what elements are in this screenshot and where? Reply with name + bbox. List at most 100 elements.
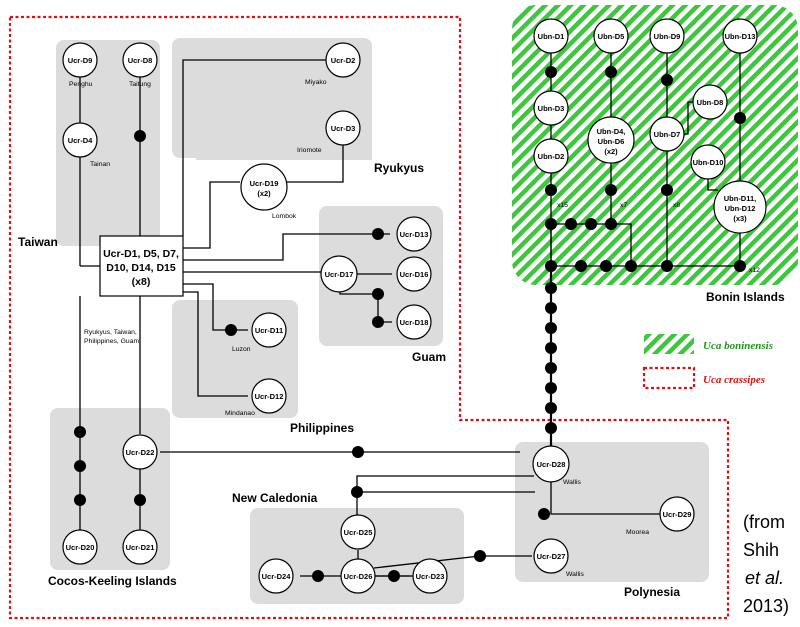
citation: (from Shih et al. 2013) bbox=[743, 512, 789, 616]
node-ucr-d9 bbox=[62, 42, 98, 78]
mutation-steps bbox=[74, 66, 746, 582]
label-ucr-d9: Ucr-D9 bbox=[68, 56, 93, 65]
place-luzon: Luzon bbox=[232, 346, 251, 353]
node-ubn-d11-d12 bbox=[713, 180, 767, 234]
place-tainan: Tainan bbox=[90, 161, 110, 168]
node-ubn-d3 bbox=[533, 90, 569, 126]
citation-line-3: et al. bbox=[745, 568, 784, 588]
label-polynesia: Polynesia bbox=[624, 585, 680, 599]
label-ubn-d8: Ubn-D8 bbox=[697, 98, 724, 107]
node-ubn-d7 bbox=[649, 116, 685, 152]
node-ucr-d13 bbox=[396, 216, 432, 252]
label-ubn-d11-l3: (x3) bbox=[733, 214, 747, 223]
place-moorea: Moorea bbox=[626, 529, 649, 536]
label-ubn-d5: Ubn-D5 bbox=[598, 32, 625, 41]
count-labels: x15 x7 x8 x12 bbox=[557, 202, 760, 274]
place-miyako: Miyako bbox=[305, 79, 327, 86]
hub-line-3: (x8) bbox=[132, 276, 151, 288]
label-philippines: Philippines bbox=[290, 421, 354, 435]
label-ucr-d4: Ucr-D4 bbox=[68, 136, 93, 145]
hub-note-line-2: Philippines, Guam bbox=[84, 338, 139, 345]
region-ryukyus-box-lower bbox=[196, 150, 372, 160]
legend-swatch-crassipes bbox=[642, 366, 696, 390]
label-ucr-d22: Ucr-D22 bbox=[126, 448, 155, 457]
node-ucr-d18 bbox=[396, 304, 432, 340]
count-x7: x7 bbox=[620, 202, 627, 209]
label-ucr-d21: Ucr-D21 bbox=[126, 543, 155, 552]
label-ubn-d10: Ubn-D10 bbox=[693, 158, 724, 167]
node-ucr-d25 bbox=[340, 514, 376, 550]
label-taiwan: Taiwan bbox=[18, 235, 58, 249]
label-ucr-d28: Ucr-D28 bbox=[537, 460, 566, 469]
region-ryukyus-box bbox=[172, 38, 372, 158]
uca-crassipes-boundary bbox=[8, 15, 730, 620]
label-guam: Guam bbox=[412, 350, 446, 364]
label-cocos: Cocos-Keeling Islands bbox=[48, 574, 177, 588]
label-ucr-d12: Ucr-D12 bbox=[255, 392, 284, 401]
label-ucr-d18: Ucr-D18 bbox=[400, 318, 429, 327]
place-penghu: Penghu bbox=[69, 81, 93, 88]
node-ucr-d4 bbox=[62, 122, 98, 158]
legend-label-boninensis: Uca boninensis bbox=[703, 340, 773, 352]
place-iriomote: Iriomote bbox=[297, 147, 322, 154]
node-ucr-d2 bbox=[325, 42, 361, 78]
node-hub bbox=[99, 235, 184, 297]
label-ucr-d17: Ucr-D17 bbox=[325, 270, 354, 279]
region-new-caledonia-box bbox=[250, 508, 464, 604]
legend-swatch-boninensis bbox=[644, 334, 694, 354]
node-ucr-d22 bbox=[122, 434, 158, 470]
node-ubn-d4-d6 bbox=[587, 116, 635, 164]
label-ubn-d13: Ubn-D13 bbox=[725, 32, 756, 41]
label-ubn-d4-l2: Ubn-D6 bbox=[598, 137, 625, 146]
label-ucr-d13: Ucr-D13 bbox=[400, 230, 429, 239]
node-ucr-d21 bbox=[122, 529, 158, 565]
legend-label-crassipes: Uca crassipes bbox=[703, 374, 765, 386]
label-ucr-d29: Ucr-D29 bbox=[663, 510, 692, 519]
node-ucr-d11 bbox=[251, 312, 287, 348]
label-ubn-d11-l1: Ubn-D11, bbox=[724, 194, 757, 203]
label-ubn-d1: Ubn-D1 bbox=[538, 32, 565, 41]
label-ucr-d24: Ucr-D24 bbox=[262, 572, 292, 581]
label-ucr-d2: Ucr-D2 bbox=[331, 56, 356, 65]
node-ubn-d13 bbox=[722, 18, 758, 54]
hub-labels: Ucr-D1, D5, D7, D10, D14, D15 (x8) bbox=[103, 248, 179, 288]
node-ucr-d17 bbox=[320, 255, 358, 293]
label-ryukyus: Ryukyus bbox=[374, 161, 424, 175]
label-ucr-d19: Ucr-D19 bbox=[250, 179, 279, 188]
node-ucr-d12 bbox=[251, 378, 287, 414]
node-ubn-d9 bbox=[649, 18, 685, 54]
label-ubn-d2: Ubn-D2 bbox=[538, 152, 565, 161]
label-ubn-d11-l2: Ubn-D12 bbox=[725, 204, 756, 213]
legend: Uca boninensis Uca crassipes bbox=[642, 334, 773, 390]
label-bonin: Bonin Islands bbox=[706, 290, 785, 304]
label-new-caledonia: New Caledonia bbox=[232, 491, 318, 505]
label-ucr-d25: Ucr-D25 bbox=[344, 528, 373, 537]
node-ubn-d5 bbox=[593, 18, 629, 54]
node-ubn-d2 bbox=[533, 138, 569, 174]
node-ucr-d19 bbox=[240, 163, 288, 211]
count-x15: x15 bbox=[557, 202, 568, 209]
citation-line-4: 2013) bbox=[743, 596, 789, 616]
node-ucr-d24 bbox=[258, 558, 294, 594]
node-ucr-d28 bbox=[532, 445, 570, 483]
label-ucr-d19-count: (x2) bbox=[257, 189, 271, 198]
label-ubn-d3: Ubn-D3 bbox=[538, 104, 565, 113]
node-ubn-d10 bbox=[690, 144, 726, 180]
hub-line-1: Ucr-D1, D5, D7, bbox=[103, 248, 179, 260]
citation-line-2: Shih bbox=[743, 540, 779, 560]
label-ucr-d27: Ucr-D27 bbox=[537, 552, 566, 561]
label-ucr-d16: Ucr-D16 bbox=[400, 270, 429, 279]
region-taiwan-box bbox=[56, 40, 160, 246]
label-ubn-d4-l3: (x2) bbox=[604, 147, 618, 156]
haplotype-nodes bbox=[62, 18, 767, 594]
place-labels: Penghu Taitung Tainan Miyako Iriomote Lo… bbox=[69, 79, 649, 578]
citation-line-1: (from bbox=[743, 512, 785, 532]
node-ucr-d8 bbox=[122, 42, 158, 78]
label-ubn-d9: Ubn-D9 bbox=[654, 32, 681, 41]
label-ucr-d23: Ucr-D23 bbox=[416, 572, 445, 581]
node-ucr-d26 bbox=[340, 558, 376, 594]
hub-note-line-1: Ryukyus, Taiwan, bbox=[84, 329, 137, 336]
label-ubn-d7: Ubn-D7 bbox=[654, 130, 681, 139]
place-taitung: Taitung bbox=[129, 81, 151, 88]
